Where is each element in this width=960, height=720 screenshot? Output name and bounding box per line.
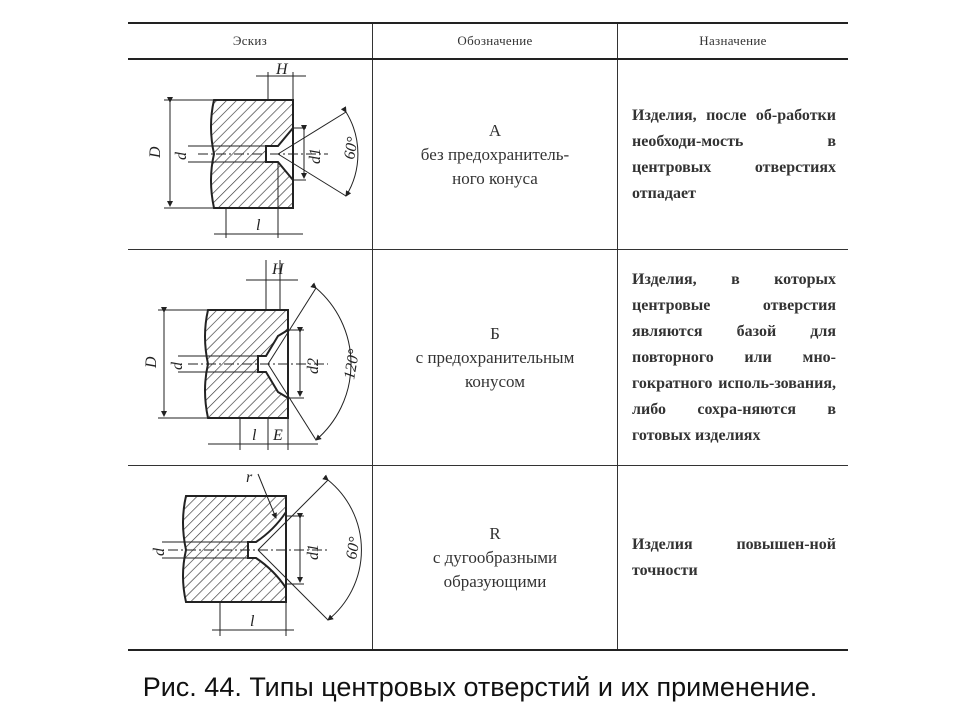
designation-code-a: A (488, 120, 502, 140)
dim-d-small-r: d (151, 547, 168, 556)
dim-h-a: H (275, 61, 289, 78)
dim-angle-r: 60° (343, 535, 364, 561)
purpose-cell-b: Изделия, в которых центровые отверстия я… (617, 249, 848, 466)
table-row: D d d1 60° (128, 58, 848, 250)
designation-desc-r: с дугообразными образующими (432, 547, 558, 591)
designation-cell-r: R с дугообразными образующими (372, 465, 618, 651)
dim-d2-b: d2 (305, 358, 322, 374)
designation-desc-a: без предохранитель- ного конуса (420, 144, 570, 188)
sketch-cell-r: r d d1 60° (128, 465, 373, 651)
dim-d-small-a: d (173, 151, 190, 160)
dim-angle-a: 60° (341, 135, 362, 161)
dim-r-r: r (246, 469, 253, 486)
header-row: Эскиз Обозначение Назначение (128, 22, 848, 60)
header-sketch: Эскиз (128, 22, 373, 60)
dim-l-b: l (252, 427, 257, 444)
dim-d-large-a: D (147, 146, 164, 159)
sketch-cell-a: D d d1 60° (128, 58, 373, 250)
header-designation: Обозначение (372, 22, 618, 60)
purpose-text-a: Изделия, после об-работки необходи-мость… (632, 106, 836, 202)
purpose-text-b: Изделия, в которых центровые отверстия я… (632, 270, 836, 444)
table-row: r d d1 60° (128, 465, 848, 651)
dim-d-large-b: D (143, 356, 160, 369)
figure-caption: Рис. 44. Типы центровых отверстий и их п… (142, 672, 818, 702)
dim-d1-r: d1 (305, 544, 322, 560)
table-row: D d d2 120° (128, 249, 848, 466)
purpose-cell-r: Изделия повышен-ной точности (617, 465, 848, 651)
dim-l-r: l (250, 613, 255, 630)
purpose-text-r: Изделия повышен-ной точности (632, 535, 836, 579)
sketch-r-drawing: r d d1 60° (151, 469, 364, 636)
dim-angle-b: 120° (341, 347, 363, 380)
centre-holes-table-wrap: Эскиз Обозначение Назначение D (128, 22, 848, 651)
designation-desc-b: с предохранительным конусом (415, 347, 575, 391)
sketch-b-drawing: D d d2 120° (143, 260, 363, 450)
sketch-cell-b: D d d2 120° (128, 249, 373, 466)
dim-h-b: H (271, 261, 285, 278)
designation-code-r: R (489, 523, 501, 543)
sketch-a-drawing: D d d1 60° (147, 61, 362, 238)
dim-e-b: E (272, 427, 283, 444)
designation-cell-b: Б с предохранительным конусом (372, 249, 618, 466)
purpose-cell-a: Изделия, после об-работки необходи-мость… (617, 58, 848, 250)
designation-cell-a: A без предохранитель- ного конуса (372, 58, 618, 250)
dim-d1-a: d1 (307, 148, 324, 164)
centre-holes-table: Эскиз Обозначение Назначение D (128, 22, 848, 651)
designation-code-b: Б (490, 323, 500, 343)
header-purpose: Назначение (617, 22, 848, 60)
dim-d-small-b: d (169, 361, 186, 370)
dim-l-a: l (256, 217, 261, 234)
